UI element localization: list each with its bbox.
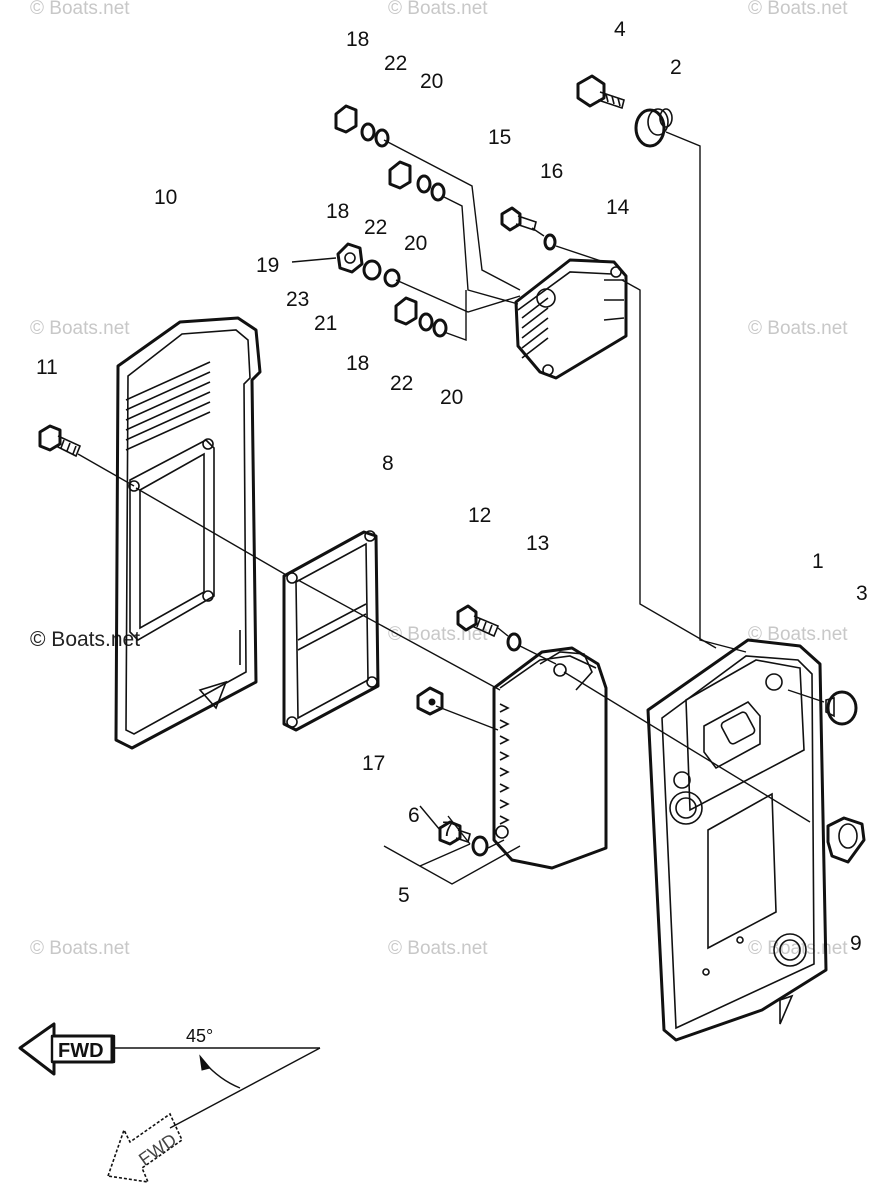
callout-5: 5 <box>398 884 410 907</box>
callout-1: 1 <box>812 550 824 573</box>
part-18-nut <box>334 104 358 134</box>
callout-20: 20 <box>420 70 443 93</box>
callout-7: 7 <box>442 818 454 841</box>
watermarks: © Boats.net © Boats.net © Boats.net © Bo… <box>30 0 848 959</box>
watermark-text: © Boats.net <box>30 628 140 651</box>
part-4-bolt <box>576 74 625 110</box>
watermark-text: © Boats.net <box>748 938 848 959</box>
part-17-grommet <box>416 686 444 716</box>
part-16-washer <box>543 233 557 251</box>
part-5-component-box <box>492 646 608 870</box>
washers <box>360 122 448 338</box>
part-7-washer <box>471 835 489 857</box>
part-2-grommet <box>634 108 673 148</box>
part-9-grommet <box>826 816 866 864</box>
callout-18: 18 <box>346 352 369 375</box>
callout-4: 4 <box>614 18 626 41</box>
callout-22: 22 <box>384 52 407 75</box>
part-13-washer <box>506 632 522 652</box>
watermark-text: © Boats.net <box>748 624 848 645</box>
callout-18: 18 <box>326 200 349 223</box>
part-18-nut <box>394 296 418 326</box>
watermark-text: © Boats.net <box>748 0 848 19</box>
callout-15: 15 <box>488 126 511 149</box>
part-1-bracket <box>646 638 828 1042</box>
part-18-nut <box>388 160 412 190</box>
callout-11: 11 <box>36 356 58 379</box>
fwd-rotated-arrow: FWD <box>106 1112 184 1184</box>
fwd-rotated-label: FWD <box>135 1130 180 1170</box>
angle-label: 45° <box>186 1026 213 1046</box>
part-19-nut <box>336 242 364 274</box>
watermark-text: © Boats.net <box>30 0 130 19</box>
callout-6: 6 <box>408 804 420 827</box>
part-6-screw <box>438 820 471 846</box>
watermark-text: © Boats.net <box>30 938 130 959</box>
callout-20: 20 <box>404 232 427 255</box>
callout-22: 22 <box>390 372 413 395</box>
callout-2: 2 <box>670 56 682 79</box>
callout-17: 17 <box>362 752 385 775</box>
callout-21: 21 <box>314 312 337 335</box>
assembly-lines <box>77 131 825 885</box>
watermark-text: © Boats.net <box>388 938 488 959</box>
part-11-screw <box>38 424 82 458</box>
callout-8: 8 <box>382 452 394 475</box>
part-10-cover <box>114 316 262 750</box>
part-15-screw <box>500 206 537 232</box>
callout-20: 20 <box>440 386 463 409</box>
callout-labels: 1 2 3 4 5 6 7 8 9 10 11 12 13 14 15 16 1… <box>36 18 868 955</box>
callout-13: 13 <box>526 532 549 555</box>
watermark-text: © Boats.net <box>30 318 130 339</box>
callout-22: 22 <box>364 216 387 239</box>
part-3-cap <box>825 690 858 726</box>
callout-16: 16 <box>540 160 563 183</box>
callout-3: 3 <box>856 582 868 605</box>
watermark-text: © Boats.net <box>388 0 488 19</box>
vent-slots <box>125 361 211 451</box>
callout-10: 10 <box>154 186 177 209</box>
callout-19: 19 <box>256 254 279 277</box>
callout-9: 9 <box>850 932 862 955</box>
part-12-screw <box>456 604 500 638</box>
callout-14: 14 <box>606 196 630 219</box>
callout-18: 18 <box>346 28 369 51</box>
fwd-label: FWD <box>58 1040 104 1062</box>
forward-direction-indicator: FWD 45° FWD <box>18 1022 321 1184</box>
part-8-gasket <box>282 530 380 732</box>
watermark-text: © Boats.net <box>748 318 848 339</box>
callout-23: 23 <box>286 288 309 311</box>
callout-12: 12 <box>468 504 491 527</box>
hardware-parts <box>38 74 866 864</box>
part-14-rectifier <box>514 258 628 380</box>
